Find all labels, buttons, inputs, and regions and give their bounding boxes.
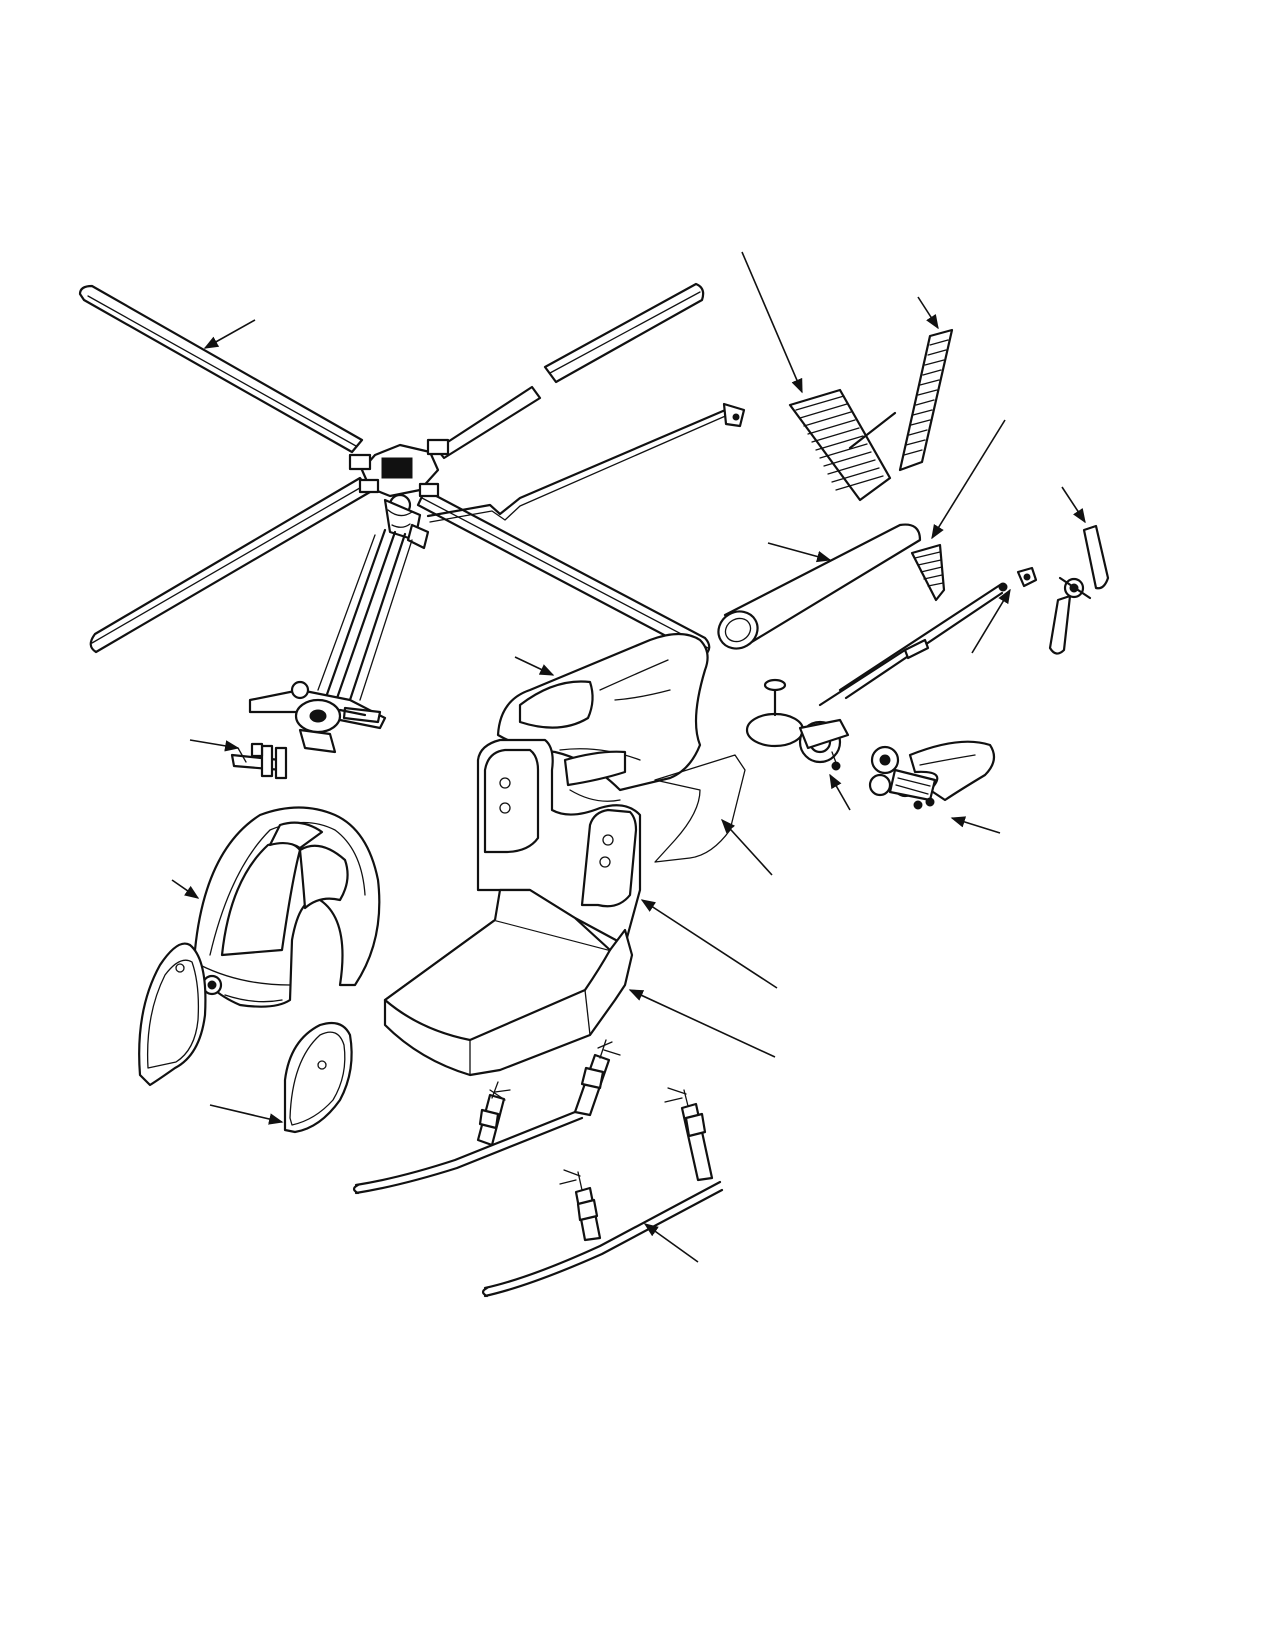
leader-right-door [210,1105,284,1125]
leader-tail-gearbox [829,773,850,810]
leader-lower-tail-fin [931,420,1005,540]
leader-horizontal-stabilizer [742,252,802,394]
control-rod [428,404,744,522]
main-rotor-hub [350,440,448,548]
leader-tail-rotor-fitting [972,588,1011,653]
callout-leaders [172,252,1086,1262]
horizontal-stabilizer [790,390,895,500]
cockpit-canopy [195,808,379,1007]
tail-rotor-driveshaft [840,568,1036,698]
leader-main-rotor-blade [203,320,255,349]
right-landing-skid [483,1088,722,1296]
left-door [139,944,205,1085]
leader-landing-skid [643,1223,698,1262]
fuselage-floor-section [385,890,632,1075]
fuselage-aft-section [478,740,745,945]
leader-fuselage-aft-section [640,899,777,988]
tail-gearbox [747,650,905,770]
leader-engine-assembly [950,816,1000,833]
leader-cockpit-canopy [172,880,200,899]
engine-assembly [870,747,935,809]
swashplate-linkage [250,682,385,752]
leader-engine-cowling [515,657,555,675]
rotor-mast-and-controls [318,530,412,706]
tail-rotor [1050,526,1108,654]
leader-fuselage-floor-section [628,990,775,1057]
right-door [285,1023,352,1132]
lower-tail-fin [912,545,944,600]
main-rotor-blades [80,284,709,656]
vertical-stabilizer [900,330,952,470]
leader-vertical-stabilizer [918,297,939,330]
leader-tail-rotor [1062,487,1086,524]
leader-exhaust-fairing [721,818,772,875]
leader-linkage-part [190,740,240,752]
leader-tail-boom [768,543,832,563]
left-landing-skid [354,1040,620,1193]
exhaust [910,742,994,800]
tail-boom [712,525,920,656]
linkage-part [232,744,286,778]
